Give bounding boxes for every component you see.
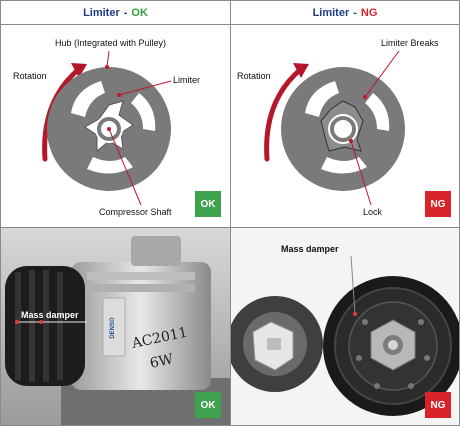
label-limiter-breaks: Limiter Breaks (381, 38, 439, 48)
leader-dot (117, 93, 121, 97)
handwriting-line2: 6W (149, 351, 176, 372)
label-mass-damper: Mass damper (281, 244, 339, 254)
compressor-top (131, 236, 181, 266)
pulley-groove (57, 272, 63, 380)
header-separator: - (353, 6, 357, 19)
header-limiter-ok: Limiter - OK (1, 1, 230, 25)
label-rotation: Rotation (13, 71, 47, 81)
leader-dot (107, 127, 111, 131)
limiter-ok-diagram (42, 50, 172, 206)
leader-hub (106, 50, 110, 68)
rotation-arrowhead (293, 63, 309, 78)
label-limiter: Limiter (173, 75, 201, 85)
status-badge-ok: OK (195, 392, 221, 418)
compressor-fins (87, 284, 195, 292)
leader-breaks (364, 50, 400, 98)
photo-panel-ng: Mass damper NG (230, 227, 460, 426)
hub-slot (321, 157, 367, 174)
hub-slot (71, 81, 105, 117)
vent-hole (424, 355, 430, 361)
compressor-photo: DENSO AC2011 6W (1, 228, 230, 425)
leader-dot (363, 95, 367, 99)
label-lock: Lock (363, 207, 383, 217)
limiter-ng-diagram (264, 50, 405, 206)
limiter-plate-slot (267, 338, 281, 350)
leader-dot (39, 320, 43, 324)
panel-limiter-ng: Limiter - NG Limiter Breaks Rotation Loc… (230, 0, 460, 228)
rotation-arrowhead (71, 63, 87, 78)
vent-hole (408, 383, 414, 389)
hub-nut-core (388, 340, 398, 350)
status-badge-ok: OK (195, 191, 221, 217)
header-status-ng: NG (360, 6, 378, 19)
hub-slot (87, 157, 133, 174)
pulley-groove (29, 270, 35, 382)
label-compressor-shaft: Compressor Shaft (99, 207, 172, 217)
leader-lock (350, 140, 372, 206)
mass-damper-leader (350, 255, 356, 315)
header-limiter-ng: Limiter - NG (231, 1, 459, 25)
hub-slot (365, 93, 390, 131)
vent-hole (374, 383, 380, 389)
photo-panel-ok: DENSO AC2011 6W Mass damper OK (0, 227, 231, 426)
leader-dot (353, 312, 357, 316)
panel-limiter-ok: Limiter - OK Hub (In (0, 0, 231, 228)
brand-sticker (102, 297, 126, 357)
hub-slot (131, 93, 156, 131)
header-title: Limiter (312, 6, 350, 19)
vent-hole (356, 355, 362, 361)
leader-shaft (108, 128, 142, 206)
pulley-groove (43, 270, 49, 382)
shaft-inner (334, 120, 352, 138)
pulley-groove (15, 272, 21, 380)
status-badge-ng: NG (425, 191, 451, 217)
vent-hole (362, 319, 368, 325)
rotation-arrow (264, 66, 304, 162)
leader-dot (15, 320, 19, 324)
vent-hole (418, 319, 424, 325)
leader-limiter (118, 80, 172, 96)
compressor-body (71, 262, 211, 390)
label-rotation: Rotation (237, 71, 271, 81)
hub-slot (305, 81, 339, 117)
status-badge-ng: NG (425, 392, 451, 418)
leader-dot (349, 139, 353, 143)
compressor-fins (87, 272, 195, 280)
damper-photo (231, 228, 459, 425)
label-mass-damper: Mass damper (21, 310, 79, 320)
brand-text: DENSO (110, 317, 116, 339)
leader-dot (105, 65, 109, 69)
header-title: Limiter (83, 6, 120, 19)
label-hub: Hub (Integrated with Pulley) (55, 38, 167, 48)
header-status-ok: OK (131, 6, 148, 19)
header-separator: - (123, 6, 128, 19)
